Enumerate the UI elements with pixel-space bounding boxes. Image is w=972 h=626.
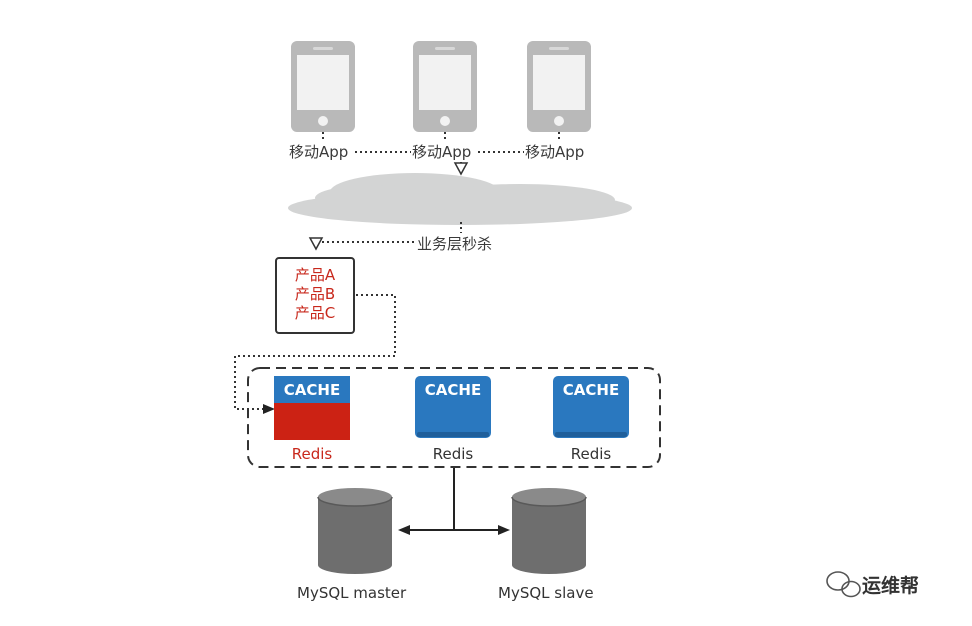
cache-title: CACHE [283, 381, 341, 399]
redis-label: Redis [570, 445, 612, 463]
service-layer-label: 业务层秒杀 [416, 233, 494, 254]
arrow-left-icon [398, 525, 410, 535]
product-item: 产品A [294, 266, 336, 284]
watermark: 运维帮 [826, 567, 919, 601]
service-connector [322, 222, 462, 243]
product-list-box: 产品A 产品B 产品C [275, 257, 355, 334]
database-master-icon [317, 488, 393, 574]
arrow-down-icon [308, 237, 324, 251]
app-label: 移动App [288, 141, 350, 162]
arrow-right-icon [498, 525, 510, 535]
cache-title: CACHE [424, 381, 482, 399]
replication-lines [408, 468, 500, 531]
cache-title: CACHE [562, 381, 620, 399]
watermark-text: 运维帮 [862, 574, 920, 597]
cache-cluster-border [247, 367, 661, 468]
product-cache-connector [234, 294, 396, 410]
wechat-icon [826, 571, 861, 598]
cache-block-3 [553, 376, 629, 438]
mobile-phone-icon [413, 41, 477, 132]
arrow-down-icon [453, 162, 469, 176]
redis-label: Redis [432, 445, 474, 463]
product-item: 产品B [294, 285, 336, 303]
cache-block-1 [274, 376, 350, 440]
mobile-phone-icon [291, 41, 355, 132]
db-slave-label: MySQL slave [498, 584, 594, 602]
mobile-phone-icon [527, 41, 591, 132]
database-slave-icon [511, 488, 587, 574]
arrow-right-icon [263, 404, 275, 414]
redis-label: Redis [291, 445, 333, 463]
app-label: 移动App [411, 141, 473, 162]
db-master-label: MySQL master [297, 584, 407, 602]
product-item: 产品C [294, 304, 336, 322]
app-label: 移动App [524, 141, 586, 162]
cache-block-2 [415, 376, 491, 438]
cloud-icon [288, 173, 632, 225]
